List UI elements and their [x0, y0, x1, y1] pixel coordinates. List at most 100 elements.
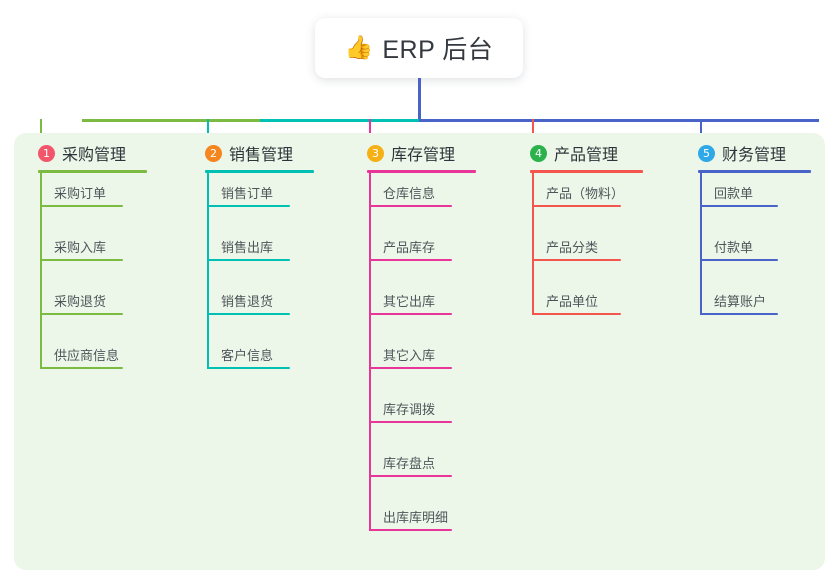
branch-header-rule	[698, 170, 811, 173]
leaf-rule	[369, 421, 452, 423]
branch-column-1[interactable]: 1 采购管理采购订单采购入库采购退货供应商信息	[38, 140, 147, 369]
branch-header-rule	[530, 170, 643, 173]
branch-header-1[interactable]: 1 采购管理	[38, 140, 126, 166]
bus-segment-2	[260, 119, 419, 122]
leaf-rule	[369, 259, 452, 261]
leaf-node[interactable]: 出库库明细	[369, 497, 452, 531]
branch-title: 财务管理	[722, 147, 787, 164]
leaf-label: 付款单	[714, 240, 754, 255]
leaf-node[interactable]: 销售退货	[207, 281, 290, 315]
branch-spine	[369, 173, 371, 531]
leaf-node[interactable]: 采购退货	[40, 281, 123, 315]
leaf-label: 产品单位	[546, 294, 599, 309]
leaf-rule	[207, 313, 290, 315]
leaf-rule	[40, 205, 123, 207]
leaf-label: 销售出库	[221, 240, 274, 255]
branch-spine	[207, 173, 209, 369]
branch-header-5[interactable]: 5 财务管理	[698, 140, 786, 166]
leaf-node[interactable]: 采购入库	[40, 227, 123, 261]
branch-header-2[interactable]: 2 销售管理	[205, 140, 293, 166]
leaf-node[interactable]: 库存盘点	[369, 443, 452, 477]
leaf-label: 采购退货	[54, 294, 107, 309]
leaf-rule	[369, 529, 452, 531]
leaf-rule	[532, 313, 621, 315]
leaf-rule	[369, 367, 452, 369]
branch-header-rule	[205, 170, 314, 173]
branch-header-4[interactable]: 4 产品管理	[530, 140, 618, 166]
root-title: ERP 后台	[382, 36, 494, 64]
branch-title: 采购管理	[62, 147, 127, 164]
leaf-label: 出库库明细	[383, 510, 449, 525]
leaf-rule	[532, 259, 621, 261]
leaf-label: 销售退货	[221, 294, 274, 309]
leaf-label: 产品（物料）	[546, 186, 625, 201]
leaf-rule	[700, 259, 778, 261]
branch-number-badge: 1	[38, 144, 55, 162]
leaf-label: 采购订单	[54, 186, 107, 201]
leaf-node[interactable]: 库存调拨	[369, 389, 452, 423]
leaf-node[interactable]: 产品单位	[532, 281, 621, 315]
leaf-label: 其它出库	[383, 294, 436, 309]
leaf-rule	[369, 205, 452, 207]
leaf-node[interactable]: 产品库存	[369, 227, 452, 261]
leaf-label: 供应商信息	[54, 348, 120, 363]
branch-title: 销售管理	[229, 147, 294, 164]
branch-number-badge: 3	[367, 144, 384, 162]
bus-segment-1	[82, 119, 260, 122]
branch-spine	[532, 173, 534, 315]
branch-header-rule	[38, 170, 147, 173]
leaf-node[interactable]: 客户信息	[207, 335, 290, 369]
leaf-rule	[207, 205, 290, 207]
leaf-label: 产品库存	[383, 240, 436, 255]
branch-column-2[interactable]: 2 销售管理销售订单销售出库销售退货客户信息	[205, 140, 314, 369]
leaf-label: 产品分类	[546, 240, 599, 255]
leaf-label: 库存调拨	[383, 402, 436, 417]
leaf-rule	[40, 367, 123, 369]
branch-column-3[interactable]: 3 库存管理仓库信息产品库存其它出库其它入库库存调拨库存盘点出库库明细	[367, 140, 476, 531]
root-node[interactable]: 👍 ERP 后台	[315, 18, 523, 78]
branch-title: 库存管理	[391, 147, 456, 164]
leaf-rule	[532, 205, 621, 207]
leaf-node[interactable]: 付款单	[700, 227, 778, 261]
leaf-rule	[700, 205, 778, 207]
leaf-node[interactable]: 采购订单	[40, 173, 123, 207]
leaf-node[interactable]: 销售出库	[207, 227, 290, 261]
branch-header-3[interactable]: 3 库存管理	[367, 140, 455, 166]
leaf-rule	[369, 313, 452, 315]
branch-spine	[40, 173, 42, 369]
leaf-node[interactable]: 结算账户	[700, 281, 778, 315]
leaf-node[interactable]: 产品（物料）	[532, 173, 625, 207]
bus-segment-3	[419, 119, 819, 122]
thumbs-up-icon: 👍	[344, 34, 374, 61]
branch-number-badge: 2	[205, 144, 222, 162]
leaf-rule	[207, 367, 290, 369]
leaf-label: 采购入库	[54, 240, 107, 255]
leaf-node[interactable]: 仓库信息	[369, 173, 452, 207]
leaf-label: 客户信息	[221, 348, 274, 363]
branch-column-5[interactable]: 5 财务管理回款单付款单结算账户	[698, 140, 811, 315]
leaf-node[interactable]: 回款单	[700, 173, 778, 207]
leaf-node[interactable]: 销售订单	[207, 173, 290, 207]
branch-number-badge: 5	[698, 144, 715, 162]
branch-title: 产品管理	[554, 147, 619, 164]
leaf-label: 其它入库	[383, 348, 436, 363]
leaf-rule	[369, 475, 452, 477]
leaf-node[interactable]: 其它出库	[369, 281, 452, 315]
root-stem	[418, 78, 421, 121]
leaf-rule	[700, 313, 778, 315]
leaf-rule	[207, 259, 290, 261]
branch-column-4[interactable]: 4 产品管理产品（物料） 产品分类产品单位	[530, 140, 643, 315]
leaf-rule	[40, 313, 123, 315]
branch-number-badge: 4	[530, 144, 547, 162]
leaf-label: 库存盘点	[383, 456, 436, 471]
branch-spine	[700, 173, 702, 315]
leaf-node[interactable]: 供应商信息	[40, 335, 123, 369]
leaf-node[interactable]: 产品分类	[532, 227, 621, 261]
leaf-node[interactable]: 其它入库	[369, 335, 452, 369]
leaf-label: 销售订单	[221, 186, 274, 201]
leaf-label: 仓库信息	[383, 186, 436, 201]
branch-header-rule	[367, 170, 476, 173]
leaf-rule	[40, 259, 123, 261]
leaf-label: 回款单	[714, 186, 754, 201]
